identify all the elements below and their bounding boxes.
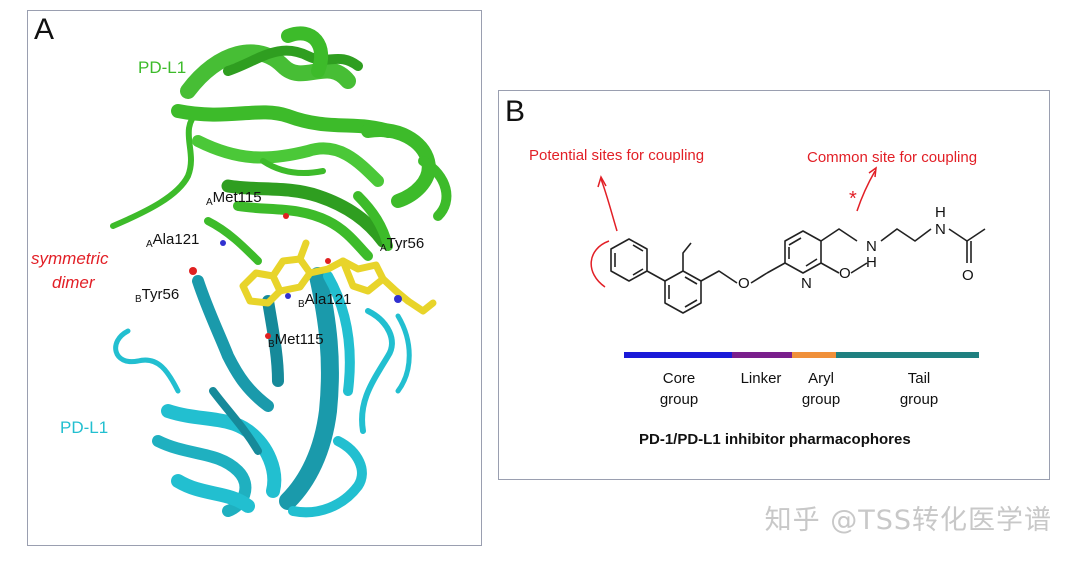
protein-dimer-illustration	[110, 26, 452, 518]
star-marker: *	[849, 188, 857, 210]
tail-group-label: Tail group	[889, 368, 949, 410]
pdl1-bottom-label: PD-L1	[60, 418, 109, 437]
group-line2: group	[801, 391, 841, 408]
residue-name: Met115	[212, 189, 262, 206]
atom-nh1-h: H	[866, 254, 877, 271]
residue-chain: B	[135, 294, 142, 305]
group-line2: group	[659, 391, 699, 408]
residue-chain: B	[268, 339, 275, 350]
common-site-label: Common site for coupling	[807, 149, 978, 166]
potential-sites-label: Potential sites for coupling	[529, 147, 705, 164]
atom-o-ether: O	[738, 275, 750, 292]
atom-o-carbonyl: O	[962, 267, 974, 284]
linker-group-label: Linker	[731, 368, 791, 389]
core-group-label: Core group	[649, 368, 709, 410]
residue-b-ala121: BAla121	[298, 291, 351, 310]
residue-chain: A	[380, 243, 387, 254]
atom-o-methoxy: O	[839, 265, 851, 282]
residue-a-ala121: AAla121	[146, 231, 199, 250]
group-line1: Core	[662, 370, 696, 387]
pdl1-top-label: PD-L1	[138, 58, 187, 77]
residue-b-tyr56: BTyr56	[135, 286, 179, 305]
dimer-label: dimer	[52, 273, 95, 292]
residue-name: Ala121	[304, 291, 352, 308]
atom-n-pyridine: N	[801, 275, 812, 292]
group-line1: Tail	[907, 370, 931, 387]
residue-name: Tyr56	[386, 235, 425, 252]
residue-name: Tyr56	[141, 286, 180, 303]
group-line1: Aryl	[808, 370, 834, 387]
atom-nh2-h: H	[935, 204, 946, 221]
residue-chain: A	[146, 239, 153, 250]
panel-b-pharmacophore: B Potential sites for coupling Common si…	[498, 90, 1050, 480]
panel-b-letter: B	[505, 95, 526, 128]
residue-chain: B	[298, 299, 305, 310]
symmetric-label: symmetric	[31, 249, 109, 268]
residue-chain: A	[206, 197, 213, 208]
aryl-group-label: Aryl group	[791, 368, 851, 410]
group-line1: Linker	[740, 370, 782, 387]
residue-a-met115: AMet115	[206, 189, 262, 208]
chemical-structure-diagram	[590, 166, 986, 358]
zhihu-watermark: 知乎 @TSS转化医学谱	[764, 505, 1052, 536]
atom-nh1-n: N	[866, 238, 877, 255]
residue-name: Met115	[274, 331, 324, 348]
residue-a-tyr56: ATyr56	[380, 235, 424, 254]
residue-b-met115: BMet115	[268, 331, 324, 350]
panel-a-letter: A	[34, 13, 55, 46]
panel-a-protein-structure: A PD-L1 PD-L1 symmetric dimer AMet115 AA…	[27, 10, 482, 546]
residue-name: Ala121	[152, 231, 200, 248]
atom-nh2-n: N	[935, 221, 946, 238]
group-line2: group	[899, 391, 939, 408]
pharmacophore-caption: PD-1/PD-L1 inhibitor pharmacophores	[639, 431, 911, 448]
